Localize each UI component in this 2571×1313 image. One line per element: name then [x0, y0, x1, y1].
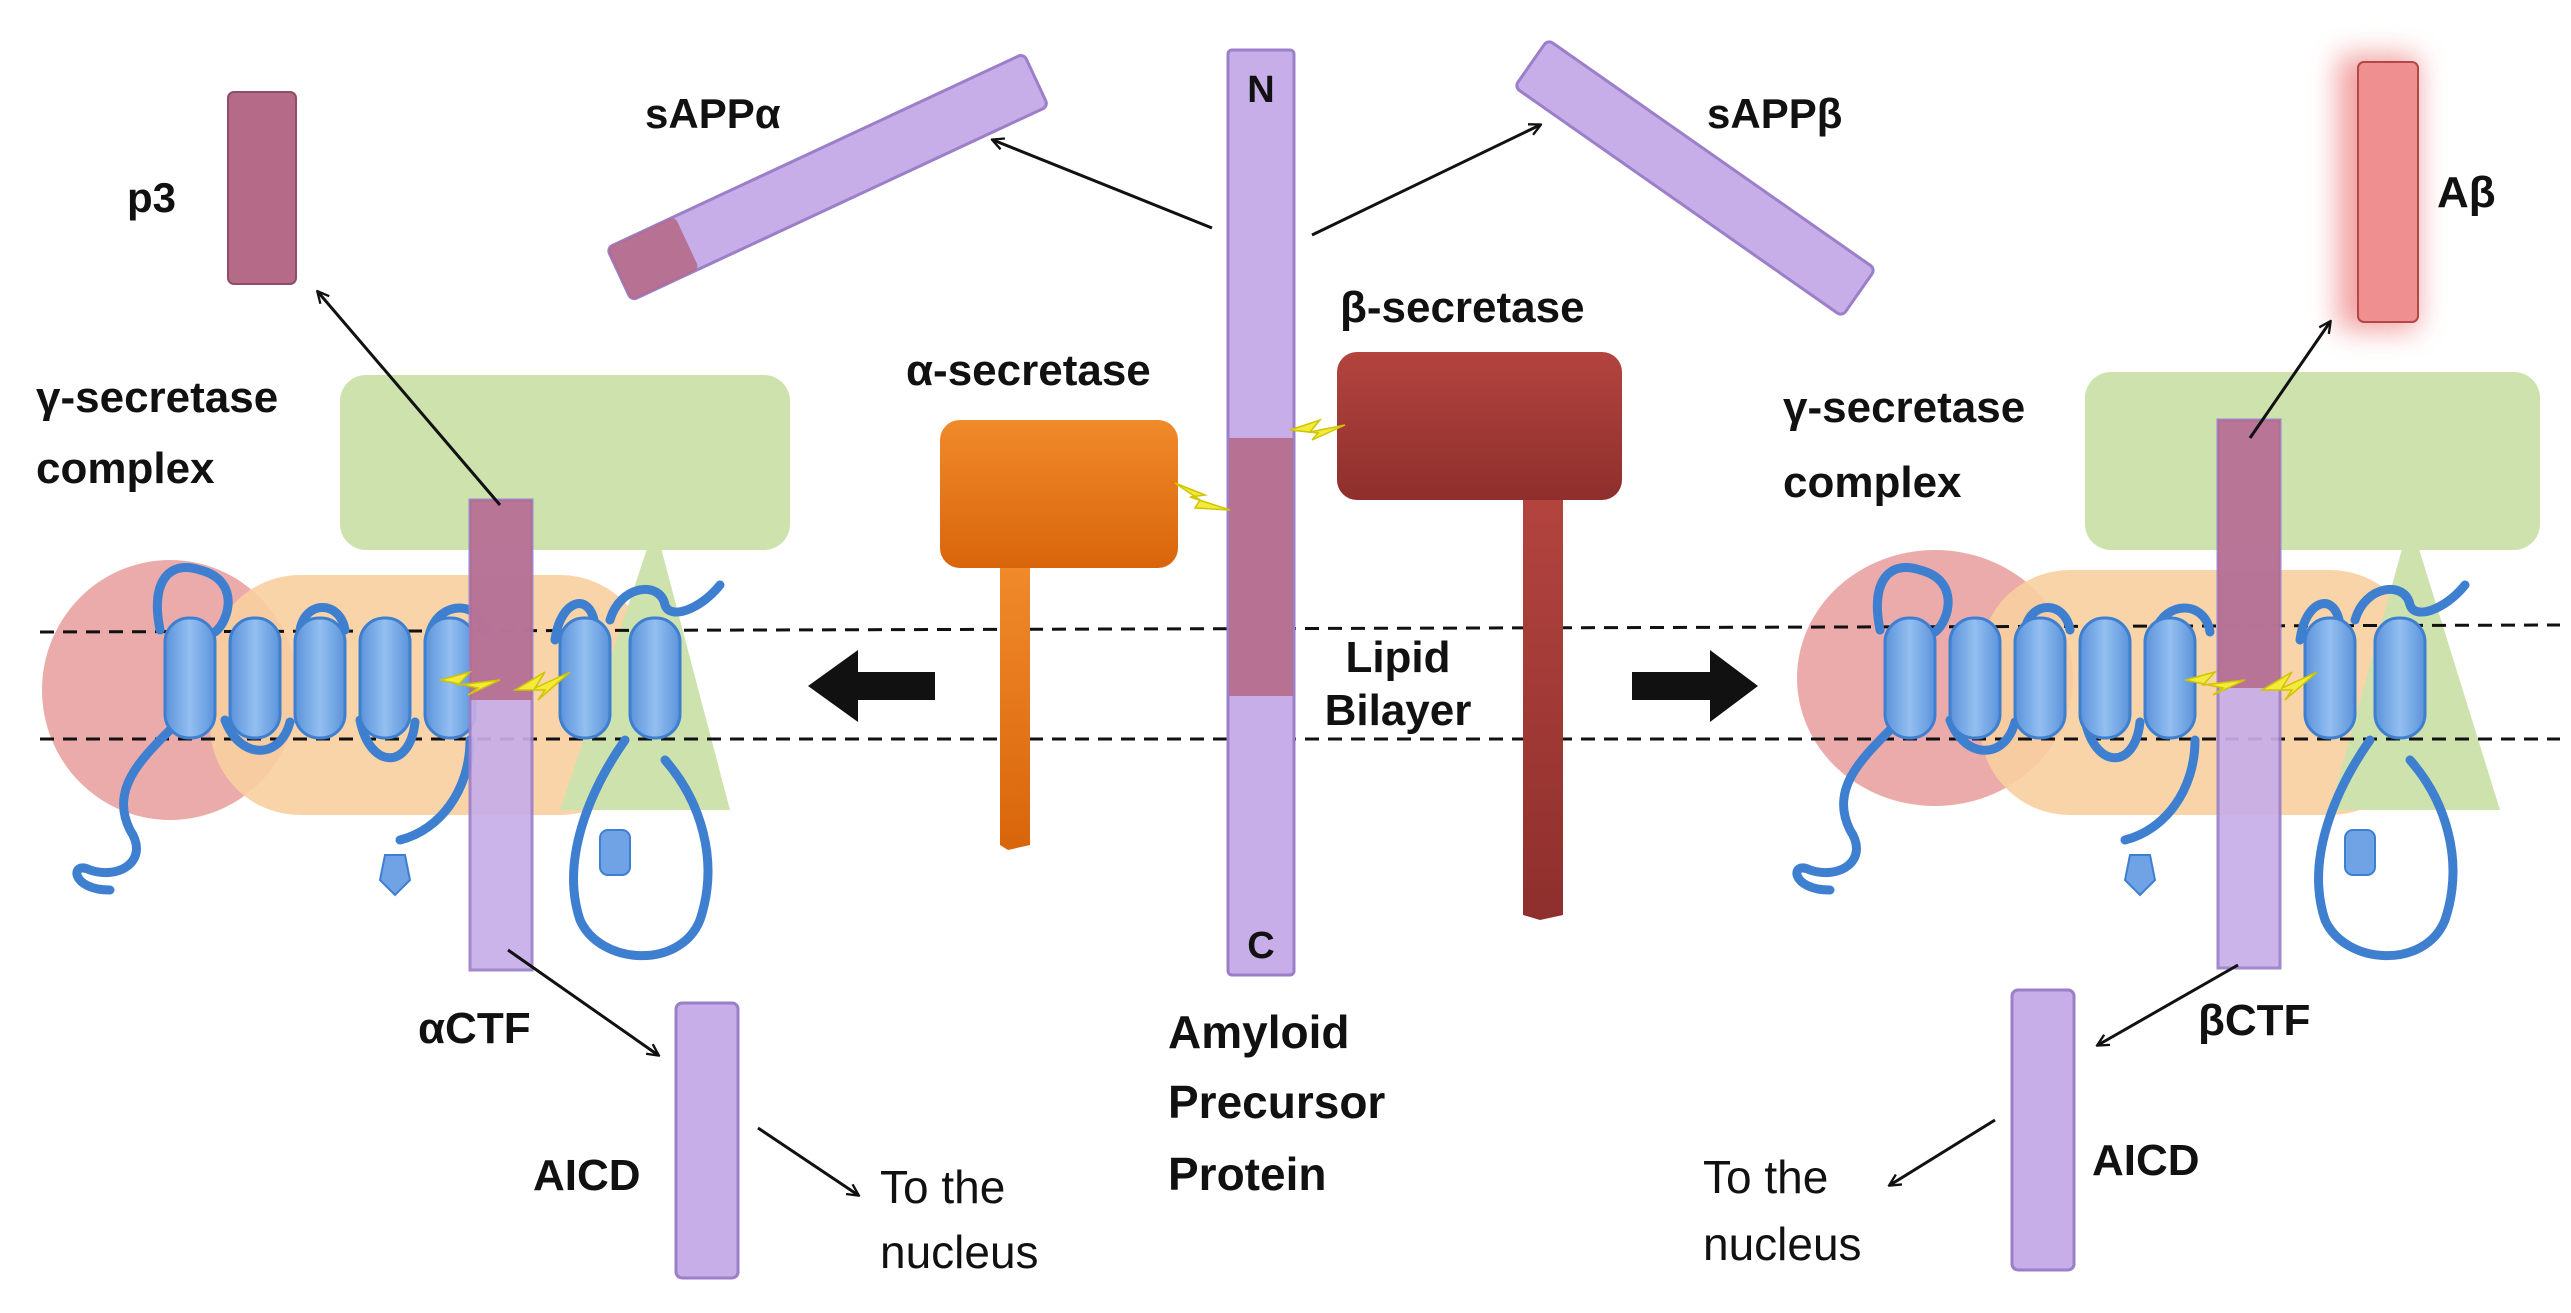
left-block-arrow — [808, 650, 935, 722]
lipid-label-line1: Lipid — [1345, 633, 1450, 682]
left-helix-chain — [72, 563, 725, 961]
left-green-cap — [340, 375, 790, 550]
nucleus-right-label-line2: nucleus — [1703, 1218, 1862, 1270]
alpha-ctf-bar — [468, 498, 534, 972]
app-label-line3: Protein — [1168, 1148, 1326, 1200]
beta-ctf-label: βCTF — [2198, 996, 2310, 1045]
pathway-arrows — [318, 125, 2330, 1195]
aicd-left-fragment — [674, 1001, 740, 1280]
sapp-alpha-label: sAPPα — [645, 90, 781, 137]
right-helices — [1883, 616, 2427, 740]
beta-secretase — [1337, 352, 1622, 920]
left-helix-tails — [378, 829, 631, 897]
app-label-line1: Amyloid — [1168, 1006, 1349, 1058]
alpha-secretase — [940, 420, 1178, 850]
gamma-left-label-line2: complex — [36, 444, 215, 493]
right-green-cap — [2085, 372, 2540, 550]
sapp-beta-fragment — [1515, 40, 1875, 316]
beta-secretase-label: β-secretase — [1340, 283, 1585, 332]
aicd-right-label: AICD — [2092, 1136, 2200, 1185]
nucleus-left-label-line1: To the — [880, 1161, 1005, 1213]
gamma-cleavage-sparks — [439, 670, 2318, 701]
p3-label: p3 — [127, 174, 176, 221]
app-c-terminus-label: C — [1247, 925, 1274, 967]
app-n-terminus-label: N — [1247, 69, 1274, 111]
sapp-beta-label: sAPPβ — [1707, 90, 1842, 137]
app-full-length-bar — [1226, 48, 1296, 977]
abeta-fragment — [2338, 55, 2419, 330]
app-cleavage-sparks — [1174, 418, 1346, 511]
left-helices — [163, 616, 682, 740]
beta-ctf-bar — [2216, 418, 2282, 970]
gamma-left-label-line1: γ-secretase — [36, 373, 278, 422]
abeta-label: Aβ — [2437, 168, 2496, 217]
p3-fragment — [227, 91, 297, 285]
aicd-right-fragment — [2010, 988, 2076, 1272]
nucleus-left-label-line2: nucleus — [880, 1226, 1039, 1278]
sapp-alpha-fragment — [607, 54, 1048, 301]
gamma-right-label-line2: complex — [1783, 458, 1962, 507]
right-block-arrow — [1632, 650, 1758, 722]
right-helix-tails — [2123, 829, 2376, 897]
right-gamma-complex — [1797, 372, 2540, 815]
alpha-ctf-label: αCTF — [418, 1004, 531, 1053]
alpha-secretase-label: α-secretase — [906, 346, 1151, 395]
lipid-label-line2: Bilayer — [1325, 686, 1472, 735]
nucleus-right-label-line1: To the — [1703, 1151, 1828, 1203]
gamma-right-label-line1: γ-secretase — [1783, 383, 2025, 432]
app-label-line2: Precursor — [1168, 1076, 1385, 1128]
aicd-left-label: AICD — [533, 1151, 641, 1200]
